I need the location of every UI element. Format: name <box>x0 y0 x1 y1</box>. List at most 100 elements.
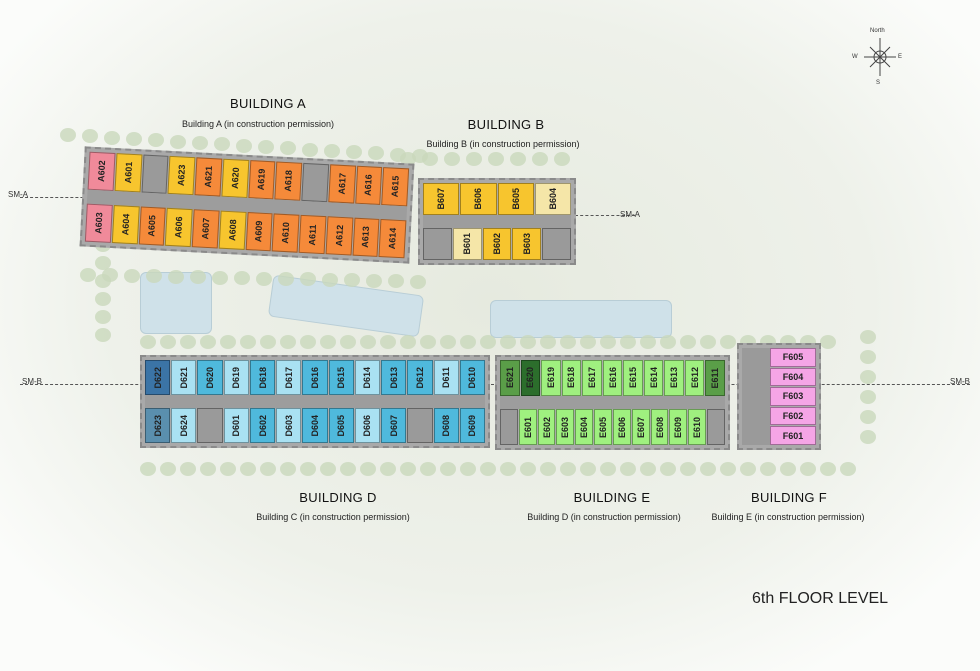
unit-d616[interactable]: D616 <box>302 360 328 395</box>
unit-label: D620 <box>205 366 216 389</box>
unit-b602[interactable]: B602 <box>482 227 512 260</box>
unit-d612[interactable]: D612 <box>407 360 433 395</box>
unit-a608[interactable]: A608 <box>218 210 247 250</box>
unit-d604[interactable]: D604 <box>302 408 328 444</box>
unit-e602[interactable]: E602 <box>537 409 556 445</box>
unit-f605[interactable]: F605 <box>770 348 816 367</box>
tree-icon <box>380 335 396 349</box>
unit-d613[interactable]: D613 <box>381 360 407 395</box>
unit-e610[interactable]: E610 <box>688 409 707 445</box>
unit-a615[interactable]: A615 <box>381 167 410 207</box>
unit-b607[interactable]: B607 <box>423 183 460 216</box>
unit-d615[interactable]: D615 <box>328 360 354 395</box>
unit-e617[interactable]: E617 <box>582 360 602 396</box>
unit-d623[interactable]: D623 <box>145 408 171 444</box>
unit-b605[interactable]: B605 <box>497 183 534 216</box>
unit-e620[interactable]: E620 <box>520 360 541 396</box>
unit-a603[interactable]: A603 <box>84 203 113 243</box>
unit-a601[interactable]: A601 <box>114 153 143 193</box>
unit-e621[interactable]: E621 <box>500 360 520 396</box>
unit-d610[interactable]: D610 <box>459 360 486 395</box>
unit-e606[interactable]: E606 <box>612 409 631 445</box>
unit-a605[interactable]: A605 <box>138 206 166 246</box>
unit-b603[interactable]: B603 <box>512 227 542 260</box>
section-marker: SM-A <box>620 210 640 219</box>
compass-east: E <box>898 54 903 60</box>
core-area <box>742 348 771 445</box>
unit-a610[interactable]: A610 <box>271 213 300 253</box>
unit-a606[interactable]: A606 <box>165 208 193 248</box>
unit-label: D614 <box>362 366 373 389</box>
unit-a607[interactable]: A607 <box>191 209 220 249</box>
unit-e608[interactable]: E608 <box>650 409 669 445</box>
unit-f601[interactable]: F601 <box>770 426 816 445</box>
tree-icon <box>190 270 206 285</box>
unit-e603[interactable]: E603 <box>556 409 575 445</box>
unit-e619[interactable]: E619 <box>541 360 561 396</box>
unit-e614[interactable]: E614 <box>643 360 664 396</box>
unit-d609[interactable]: D609 <box>459 408 486 444</box>
unit-a621[interactable]: A621 <box>194 157 223 197</box>
tree-icon <box>480 462 496 476</box>
unit-label: D602 <box>257 414 268 437</box>
unit-e615[interactable]: E615 <box>623 360 643 396</box>
unit-a617[interactable]: A617 <box>328 164 356 204</box>
unit-label: D616 <box>310 366 321 389</box>
unit-a619[interactable]: A619 <box>247 160 276 200</box>
unit-d621[interactable]: D621 <box>171 360 197 395</box>
unit-b601[interactable]: B601 <box>452 227 482 260</box>
unit-a623[interactable]: A623 <box>167 155 196 195</box>
unit-f604[interactable]: F604 <box>770 367 816 387</box>
unit-d608[interactable]: D608 <box>433 408 459 444</box>
unit-d619[interactable]: D619 <box>223 360 249 395</box>
unit-a616[interactable]: A616 <box>354 165 383 205</box>
unit-a613[interactable]: A613 <box>351 217 380 257</box>
unit-a618[interactable]: A618 <box>274 161 303 201</box>
unit-a614[interactable]: A614 <box>378 219 407 259</box>
unit-b606[interactable]: B606 <box>460 183 497 216</box>
unit-d611[interactable]: D611 <box>433 360 459 395</box>
unit-a611[interactable]: A611 <box>298 215 327 255</box>
unit-d618[interactable]: D618 <box>249 360 276 395</box>
unit-f602[interactable]: F602 <box>770 406 816 426</box>
unit-label: A614 <box>387 227 399 250</box>
unit-e605[interactable]: E605 <box>594 409 612 445</box>
unit-d624[interactable]: D624 <box>171 408 197 444</box>
unit-e601[interactable]: E601 <box>518 409 537 445</box>
unit-e611[interactable]: E611 <box>705 360 726 396</box>
unit-d606[interactable]: D606 <box>354 408 381 444</box>
unit-d620[interactable]: D620 <box>197 360 223 395</box>
unit-e618[interactable]: E618 <box>561 360 582 396</box>
core-area <box>407 408 433 444</box>
unit-a612[interactable]: A612 <box>325 216 353 256</box>
unit-label: A617 <box>336 172 348 195</box>
unit-d617[interactable]: D617 <box>276 360 302 395</box>
unit-label: F604 <box>782 371 804 382</box>
tree-icon <box>700 462 716 476</box>
unit-d603[interactable]: D603 <box>276 408 302 444</box>
unit-d622[interactable]: D622 <box>145 360 171 395</box>
unit-d601[interactable]: D601 <box>223 408 249 444</box>
unit-e616[interactable]: E616 <box>602 360 623 396</box>
unit-f603[interactable]: F603 <box>770 387 816 406</box>
unit-d602[interactable]: D602 <box>249 408 276 444</box>
tree-icon <box>258 139 274 154</box>
unit-d605[interactable]: D605 <box>328 408 354 444</box>
unit-a602[interactable]: A602 <box>87 151 116 191</box>
tree-icon <box>780 462 796 476</box>
unit-a620[interactable]: A620 <box>221 158 249 198</box>
unit-e613[interactable]: E613 <box>664 360 684 396</box>
unit-e607[interactable]: E607 <box>631 409 650 445</box>
unit-b604[interactable]: B604 <box>534 183 571 216</box>
pool <box>490 300 672 338</box>
unit-a609[interactable]: A609 <box>245 212 273 252</box>
unit-d607[interactable]: D607 <box>381 408 407 444</box>
unit-e612[interactable]: E612 <box>684 360 705 396</box>
unit-e604[interactable]: E604 <box>575 409 594 445</box>
unit-a604[interactable]: A604 <box>111 205 140 245</box>
unit-d614[interactable]: D614 <box>354 360 381 395</box>
unit-e609[interactable]: E609 <box>669 409 688 445</box>
tree-icon <box>220 462 236 476</box>
